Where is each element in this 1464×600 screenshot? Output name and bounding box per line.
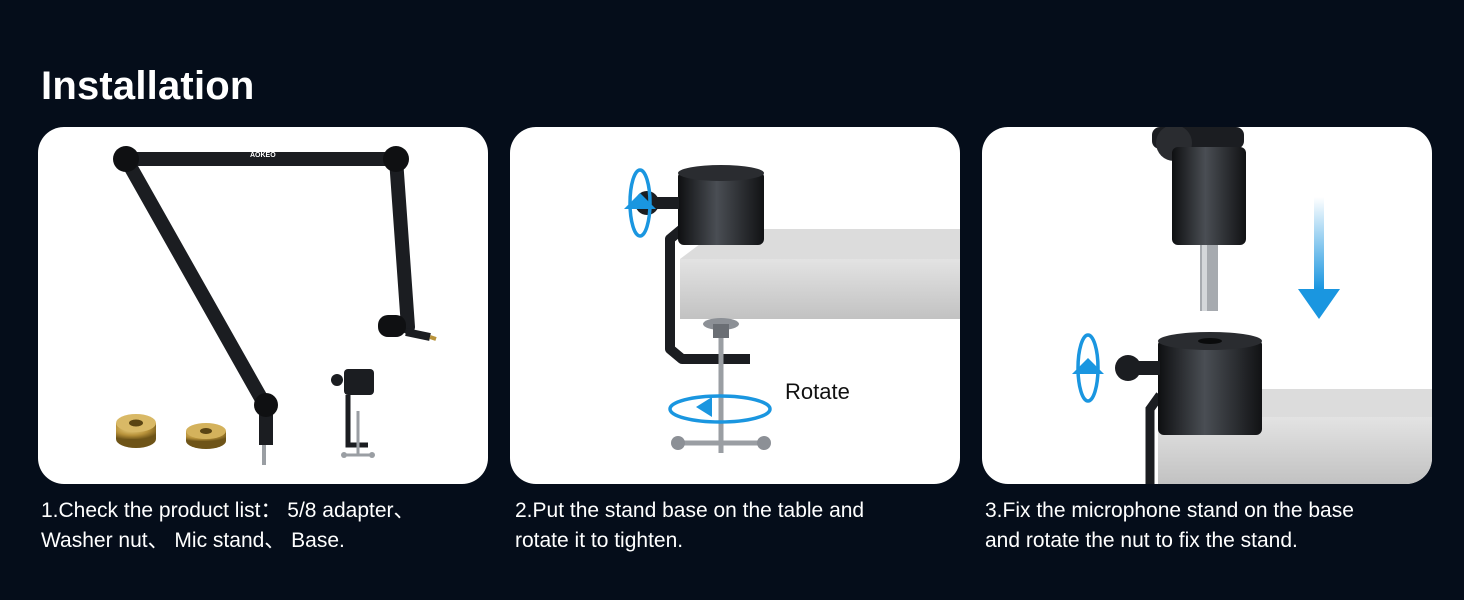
- rotate-arrow-icon: [1072, 333, 1104, 403]
- fix-stand-illustration: [1072, 127, 1432, 484]
- caption-line: Washer nut、 Mic stand、 Base.: [41, 529, 345, 552]
- base-on-table-panel: Rotate: [510, 127, 960, 484]
- step-1-caption: 1.Check the product list： 5/8 adapter、 W…: [41, 496, 501, 556]
- table-edge: [680, 229, 960, 319]
- adapter-5-8: [116, 414, 156, 448]
- boom-arm: [113, 146, 437, 465]
- caption-line: and rotate the nut to fix the stand.: [985, 529, 1298, 552]
- down-arrow-icon: [1298, 197, 1340, 319]
- rotate-label: Rotate: [785, 379, 850, 404]
- brand-logo: AOKEO: [250, 152, 276, 159]
- product-list-illustration: AOKEO: [113, 146, 437, 465]
- washer-nut: [186, 423, 226, 449]
- caption-line: rotate it to tighten.: [515, 529, 684, 552]
- caption-line: 1.Check the product list： 5/8 adapter、: [41, 499, 415, 522]
- clamp-screw: [671, 318, 771, 453]
- mic-arm-end: [1152, 127, 1246, 311]
- caption-line: 2.Put the stand base on the table and: [515, 499, 865, 522]
- step-3-caption: 3.Fix the microphone stand on the base a…: [985, 496, 1445, 556]
- step-2-caption: 2.Put the stand base on the table and ro…: [515, 496, 975, 556]
- base-cylinder: [1115, 332, 1262, 484]
- page-title: Installation: [41, 64, 255, 108]
- rotate-arrow-icon: [624, 168, 656, 238]
- product-list-panel: AOKEO: [38, 127, 488, 484]
- fix-stand-panel: [982, 127, 1432, 484]
- rotate-arrow-icon: [668, 394, 772, 424]
- base-on-table-illustration: [624, 165, 960, 453]
- small-base-clamp: [331, 369, 375, 458]
- caption-line: 3.Fix the microphone stand on the base: [985, 499, 1354, 522]
